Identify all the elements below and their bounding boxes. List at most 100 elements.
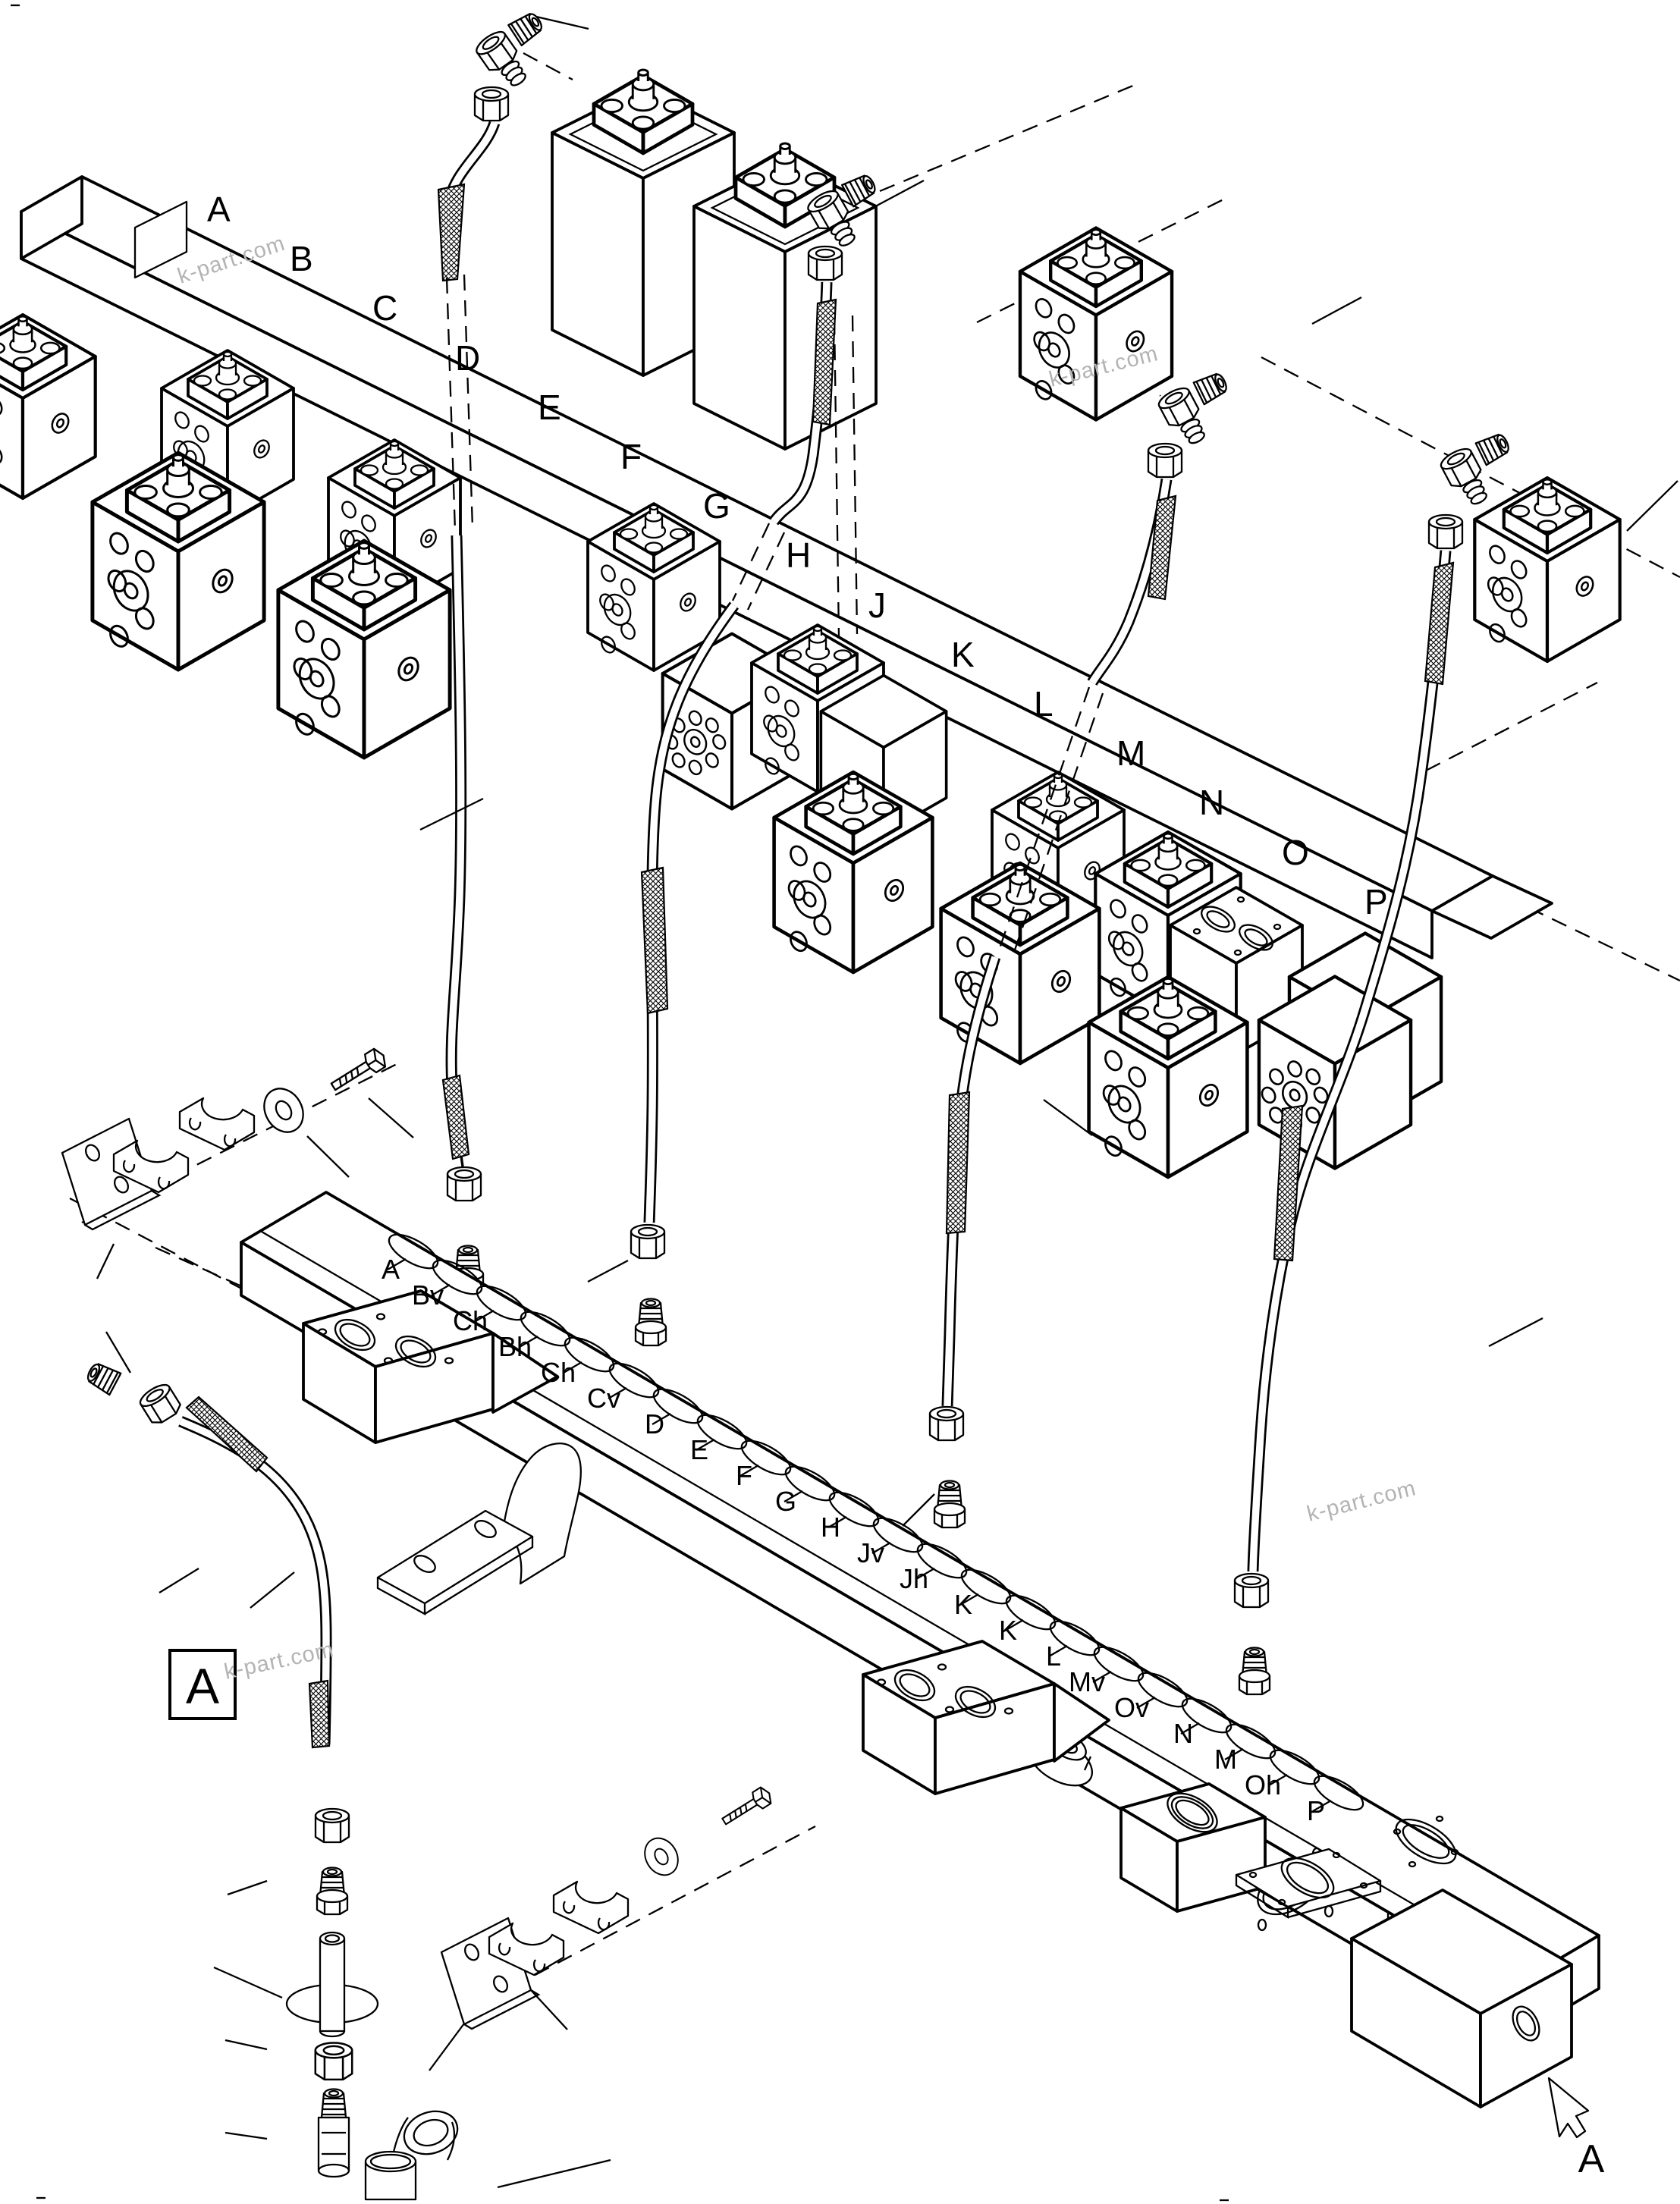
bar-label: M [1116, 733, 1145, 773]
hose-nut [473, 86, 510, 122]
hose-braid [185, 1396, 268, 1473]
hose-2 [587, 169, 925, 1346]
port-adapter [636, 1299, 666, 1346]
leader-line [96, 1243, 115, 1279]
port-adapter [1239, 1648, 1270, 1695]
bar-label: N [1199, 783, 1224, 822]
leader-line [306, 1135, 350, 1178]
dust-cap [364, 2110, 459, 2201]
hose-braid [1424, 561, 1455, 686]
hose-braid [308, 1679, 331, 1749]
clamp-group-1 [61, 1045, 414, 1279]
port-label: Cv [587, 1383, 620, 1414]
valve-block [586, 502, 721, 672]
view-direction-label: A [1578, 2137, 1605, 2181]
hose-nut [1147, 442, 1183, 479]
port-label: D [645, 1408, 664, 1440]
bar-label: J [868, 586, 886, 625]
hose-braid [1147, 494, 1177, 601]
port-adapter [934, 1481, 965, 1528]
bar-label: E [538, 388, 561, 427]
leader-line [530, 1989, 568, 2030]
valve-block [278, 541, 450, 758]
hose-braid [640, 866, 669, 1015]
bar-label: P [1364, 882, 1388, 921]
hose-nut [807, 245, 843, 281]
manifold-bracket [250, 1443, 582, 1615]
hose-braid [945, 1091, 971, 1235]
leader-line [227, 1879, 268, 1896]
hose-nut [1233, 1572, 1270, 1609]
port-label: F [736, 1460, 752, 1491]
hose-5-bottom-left [83, 1331, 332, 1749]
clamp-group-2 [429, 1784, 816, 2071]
valve-block [774, 772, 933, 972]
leader-line [419, 797, 484, 831]
manifold-ports [388, 1233, 1364, 1811]
hose-braid [812, 298, 837, 426]
port-label: N [1173, 1718, 1193, 1749]
leader-line [159, 1568, 199, 1593]
bar-label: F [620, 437, 642, 476]
hose-braid [1273, 1104, 1304, 1262]
port-label: A [382, 1254, 400, 1285]
bar-label: A [207, 190, 231, 229]
upper-mounting-bar [20, 175, 1553, 959]
port-label: G [775, 1486, 796, 1517]
port-label: Bh [498, 1331, 532, 1362]
hose-nut [314, 1807, 350, 1844]
leader-line [868, 179, 925, 212]
leader-line [213, 1966, 283, 1999]
leader-line [225, 2039, 268, 2051]
gasket-plate [1235, 1848, 1382, 1920]
port-label-ticks [387, 1258, 1332, 1812]
leader-line [225, 2131, 268, 2140]
hose-braid [437, 183, 466, 282]
manifold-end-block [1350, 1888, 1573, 2108]
crop-ticks [11, 4, 1229, 2202]
leader-line [902, 1493, 935, 1527]
leader-line [1488, 1317, 1543, 1348]
hose-nut [928, 1405, 965, 1442]
upper-bar-labels: A B C D E F G H J K L M N O P [207, 190, 1388, 921]
port-label: Ch [541, 1357, 576, 1388]
hose-braid [441, 1074, 470, 1160]
bar-label: H [786, 535, 811, 575]
manifold-mount-block-mid [862, 1640, 1110, 1795]
valve-block [93, 453, 264, 670]
leader-line [250, 1571, 295, 1609]
bar-label: B [290, 239, 313, 278]
port-label: K [999, 1615, 1017, 1646]
detail-marker-label: A [186, 1658, 219, 1714]
bar-label: L [1034, 684, 1054, 724]
port-label: E [690, 1434, 708, 1465]
port-label: Jh [900, 1563, 928, 1594]
hose-4 [1233, 428, 1678, 1695]
bar-label: O [1282, 833, 1309, 872]
port-label: Oh [1245, 1769, 1281, 1801]
hose-nut [1427, 513, 1464, 550]
port-label: Jv [857, 1537, 884, 1568]
leader-line [368, 1097, 414, 1138]
hose-nut [630, 1223, 666, 1260]
port-label: P [1307, 1795, 1325, 1826]
detached-valve-block-right [1474, 478, 1619, 661]
bar-label: K [951, 635, 975, 674]
port-label: Mv [1069, 1666, 1105, 1697]
fitting-stack [213, 1807, 611, 2201]
port-label: H [821, 1512, 840, 1543]
leader-line [587, 1259, 629, 1283]
bar-label: D [455, 338, 480, 378]
port-label: Ov [1114, 1692, 1149, 1723]
rail-gasket-ring [1393, 1815, 1459, 1868]
hose-1 [419, 7, 589, 1292]
leader-line [1043, 1099, 1093, 1136]
leader-line [429, 2023, 465, 2071]
adapter-fitting [317, 1868, 347, 1915]
leader-line [1626, 480, 1678, 532]
hose-3 [902, 296, 1362, 1528]
port-label: Ch [453, 1305, 488, 1336]
manifold-nut-block [1119, 1782, 1267, 1913]
